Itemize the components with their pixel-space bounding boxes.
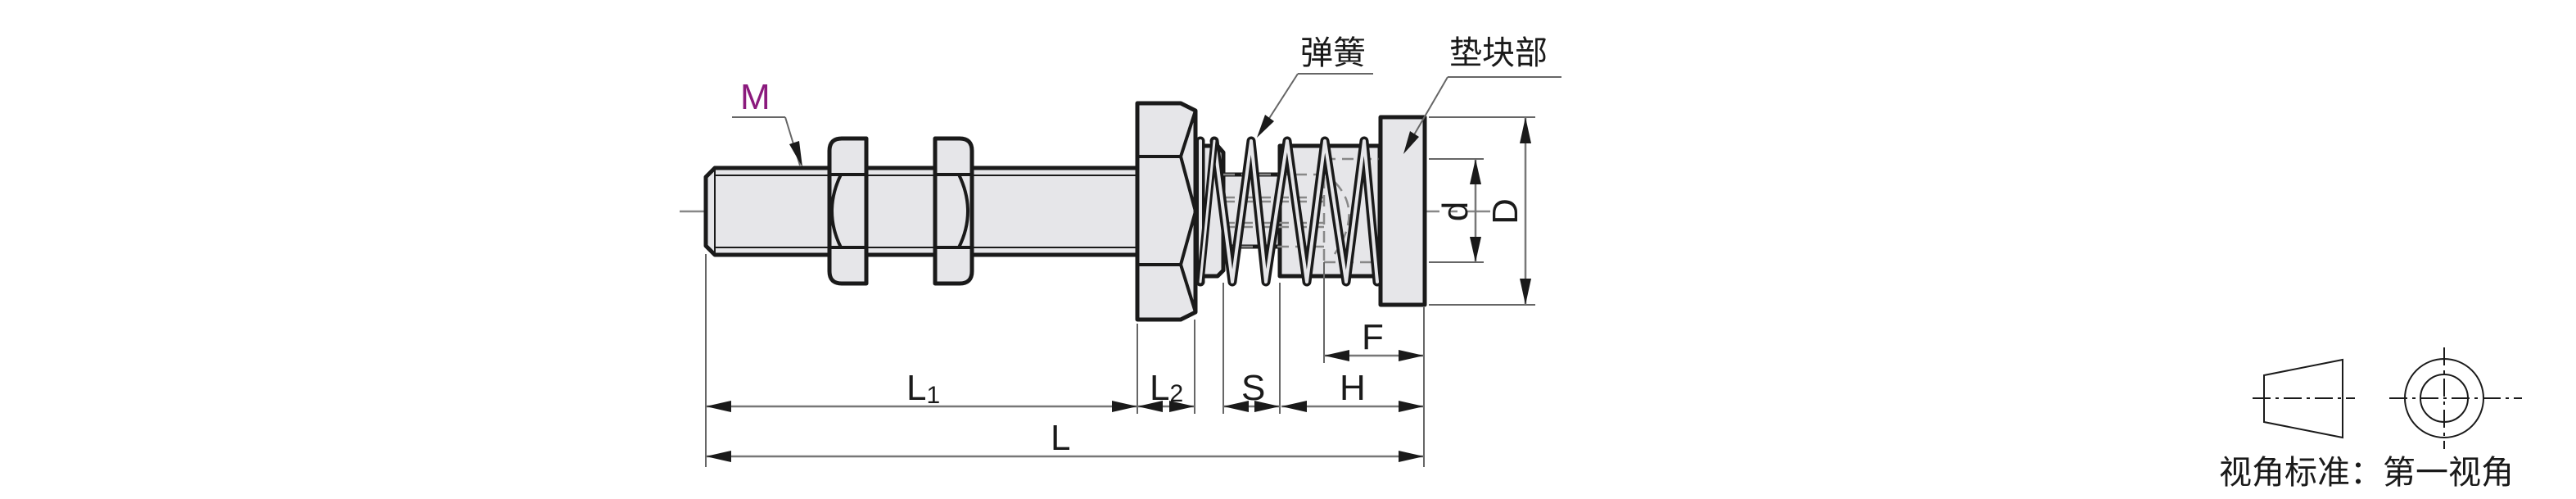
- pad-plate: [1378, 115, 1427, 307]
- dimension-lines: [706, 117, 1531, 462]
- dim-label-l1: L1: [906, 368, 940, 409]
- arrow-icon: [1254, 401, 1280, 412]
- dim-label-h: H: [1340, 368, 1366, 408]
- arrow-icon: [1399, 350, 1424, 361]
- threaded-shaft: [703, 166, 1141, 257]
- arrow-icon: [706, 451, 731, 462]
- arrow-icon: [1520, 279, 1531, 305]
- projection-standard-label: 视角标准：第一视角: [2219, 454, 2514, 492]
- dim-label-f: F: [1362, 317, 1384, 357]
- lock-nut-1: [827, 136, 869, 286]
- arrow-icon: [1281, 401, 1307, 412]
- leader-lines: [732, 73, 1561, 167]
- arrow-icon: [706, 401, 731, 412]
- arrow-icon: [1520, 117, 1531, 143]
- pad-label: 垫块部: [1449, 34, 1548, 72]
- arrow-icon: [1324, 350, 1349, 361]
- arrow-icon: [1137, 401, 1163, 412]
- arrow-icon: [789, 141, 802, 167]
- arrow-icon: [1169, 401, 1195, 412]
- spring-label: 弹簧: [1300, 34, 1366, 72]
- extension-lines: [705, 116, 1535, 467]
- arrow-icon: [1223, 401, 1249, 412]
- arrow-icon: [1399, 401, 1424, 412]
- thread-label-m: M: [740, 77, 771, 117]
- hex-head: [1135, 101, 1198, 322]
- arrow-icon: [1399, 451, 1424, 462]
- arrow-icon: [1403, 131, 1419, 154]
- dim-label-l2: L2: [1150, 368, 1183, 408]
- arrow-icon: [1112, 401, 1137, 412]
- lock-nut-2: [933, 136, 974, 286]
- frustum-side-view-icon: [2263, 358, 2343, 439]
- arrow-icon: [1470, 159, 1481, 184]
- dim-label-s: S: [1241, 368, 1265, 408]
- dim-label-l: L: [1051, 418, 1070, 458]
- dim-label-D: D: [1485, 198, 1525, 225]
- projection-symbol: [2253, 347, 2522, 449]
- spring: [1195, 136, 1382, 287]
- dim-label-d: d: [1435, 202, 1476, 221]
- arrow-icon: [1470, 237, 1481, 262]
- arrow-icon: [1257, 115, 1274, 138]
